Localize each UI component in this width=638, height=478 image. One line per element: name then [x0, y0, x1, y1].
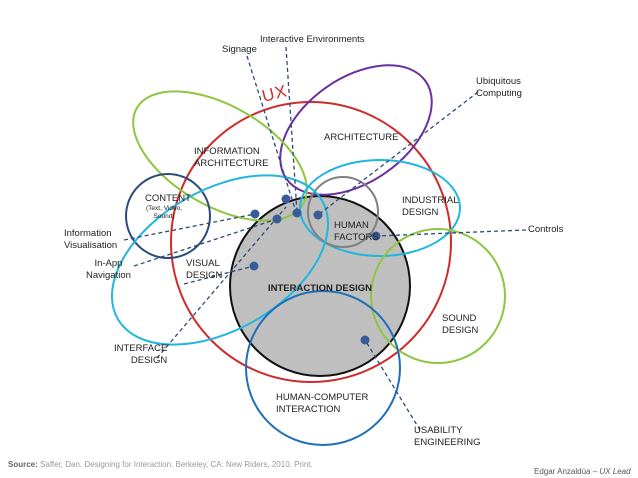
label-controls: Controls	[528, 224, 564, 235]
label-content: CONTENT	[145, 193, 191, 204]
dot-information-visualisation	[250, 209, 260, 219]
label-information-visualisation: Information Visualisation	[64, 228, 118, 251]
interface-design-ellipse	[110, 174, 330, 346]
label-interface-design: INTERFACE DESIGN	[114, 343, 168, 366]
information-architecture-ellipse	[132, 90, 308, 222]
label-industrial-design: INDUSTRIAL DESIGN	[402, 195, 459, 218]
connector-signage	[246, 55, 297, 213]
label-usability-engineering: USABILITY ENGINEERING	[414, 425, 481, 448]
label-human-factors: HUMAN FACTORS	[334, 220, 379, 243]
dot-interface	[281, 194, 291, 204]
dot-controls	[371, 231, 381, 241]
label-visual-design: VISUAL DESIGN	[186, 258, 223, 281]
label-interaction-design: INTERACTION DESIGN	[268, 283, 372, 294]
label-ubiquitous-computing: Ubiquitous Computing	[476, 76, 522, 99]
label-information-architecture: INFORMATION ARCHITECTURE	[194, 146, 269, 169]
dot-in-app-navigation	[272, 214, 282, 224]
architecture-ellipse	[279, 64, 433, 196]
connector-information-visualisation	[123, 213, 256, 241]
author-credit: Edgar Anzaldúa – UX Lead	[534, 467, 631, 476]
sound-design-circle	[370, 228, 506, 364]
connector-ubiquitous	[317, 91, 479, 216]
source-text: Saffer, Dan. Designing for Interaction. …	[40, 460, 313, 469]
label-signage: Signage	[222, 44, 257, 55]
connector-visual-design	[183, 265, 255, 285]
connector-lines	[123, 46, 527, 431]
industrial-design-ellipse	[299, 159, 461, 257]
connector-usability	[364, 339, 421, 431]
dot-visual-design	[249, 261, 259, 271]
dot-signage	[292, 208, 302, 218]
label-hci: HUMAN-COMPUTER INTERACTION	[276, 392, 369, 415]
source-prefix: Source:	[8, 460, 38, 469]
ux-circle	[170, 101, 452, 383]
connector-interface-design	[156, 206, 287, 359]
label-sound-design: SOUND DESIGN	[442, 313, 479, 336]
content-circle	[125, 173, 211, 259]
credit-name: Edgar Anzaldúa –	[534, 467, 598, 476]
human-factors-circle	[307, 176, 379, 248]
label-in-app-navigation: In-App Navigation	[86, 258, 131, 281]
dot-usability	[360, 335, 370, 345]
connection-dots	[249, 194, 381, 345]
credit-role: UX Lead	[599, 467, 631, 476]
hci-circle	[245, 290, 401, 446]
label-interactive-environments: Interactive Environments	[260, 34, 365, 45]
label-architecture: ARCHITECTURE	[324, 132, 399, 143]
dot-ubiquitous	[313, 210, 323, 220]
label-content-sub: (Text, Video, Sound)	[146, 205, 183, 220]
source-citation: Source: Saffer, Dan. Designing for Inter…	[8, 460, 313, 469]
